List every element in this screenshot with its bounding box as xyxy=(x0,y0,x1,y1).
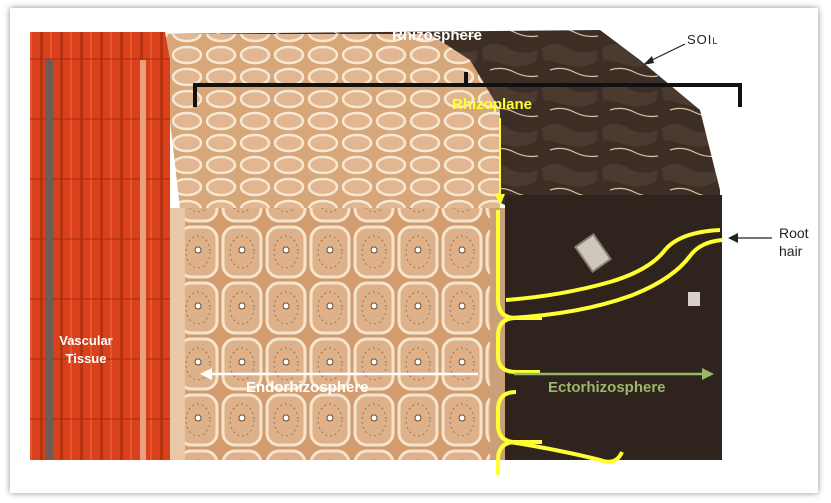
root-hair-label: Root hair xyxy=(779,224,809,260)
root-hair-arrowhead xyxy=(728,233,738,243)
rhizosphere-label: Rhizosphere xyxy=(392,27,482,44)
root-hair-label-line1: Root xyxy=(779,224,809,242)
ectorhizosphere-label: Ectorhizosphere xyxy=(548,379,666,396)
cortex-top-face xyxy=(160,34,500,208)
vascular-tissue-label: Vascular Tissue xyxy=(56,332,116,368)
root-hair-label-line2: hair xyxy=(779,242,809,260)
vascular-strand xyxy=(45,60,53,460)
soil-label: SOIl xyxy=(687,32,718,47)
cortex-front-face xyxy=(180,208,500,460)
soil-particle xyxy=(688,292,700,306)
endorhizosphere-label: Endorhizosphere xyxy=(246,379,369,396)
soil-arrow xyxy=(648,44,685,62)
vascular-edge xyxy=(140,60,146,460)
vascular-label-line1: Vascular xyxy=(56,332,116,350)
vascular-label-line2: Tissue xyxy=(56,350,116,368)
rhizoplane-label: Rhizoplane xyxy=(452,96,532,113)
soil-arrowhead xyxy=(643,56,654,65)
